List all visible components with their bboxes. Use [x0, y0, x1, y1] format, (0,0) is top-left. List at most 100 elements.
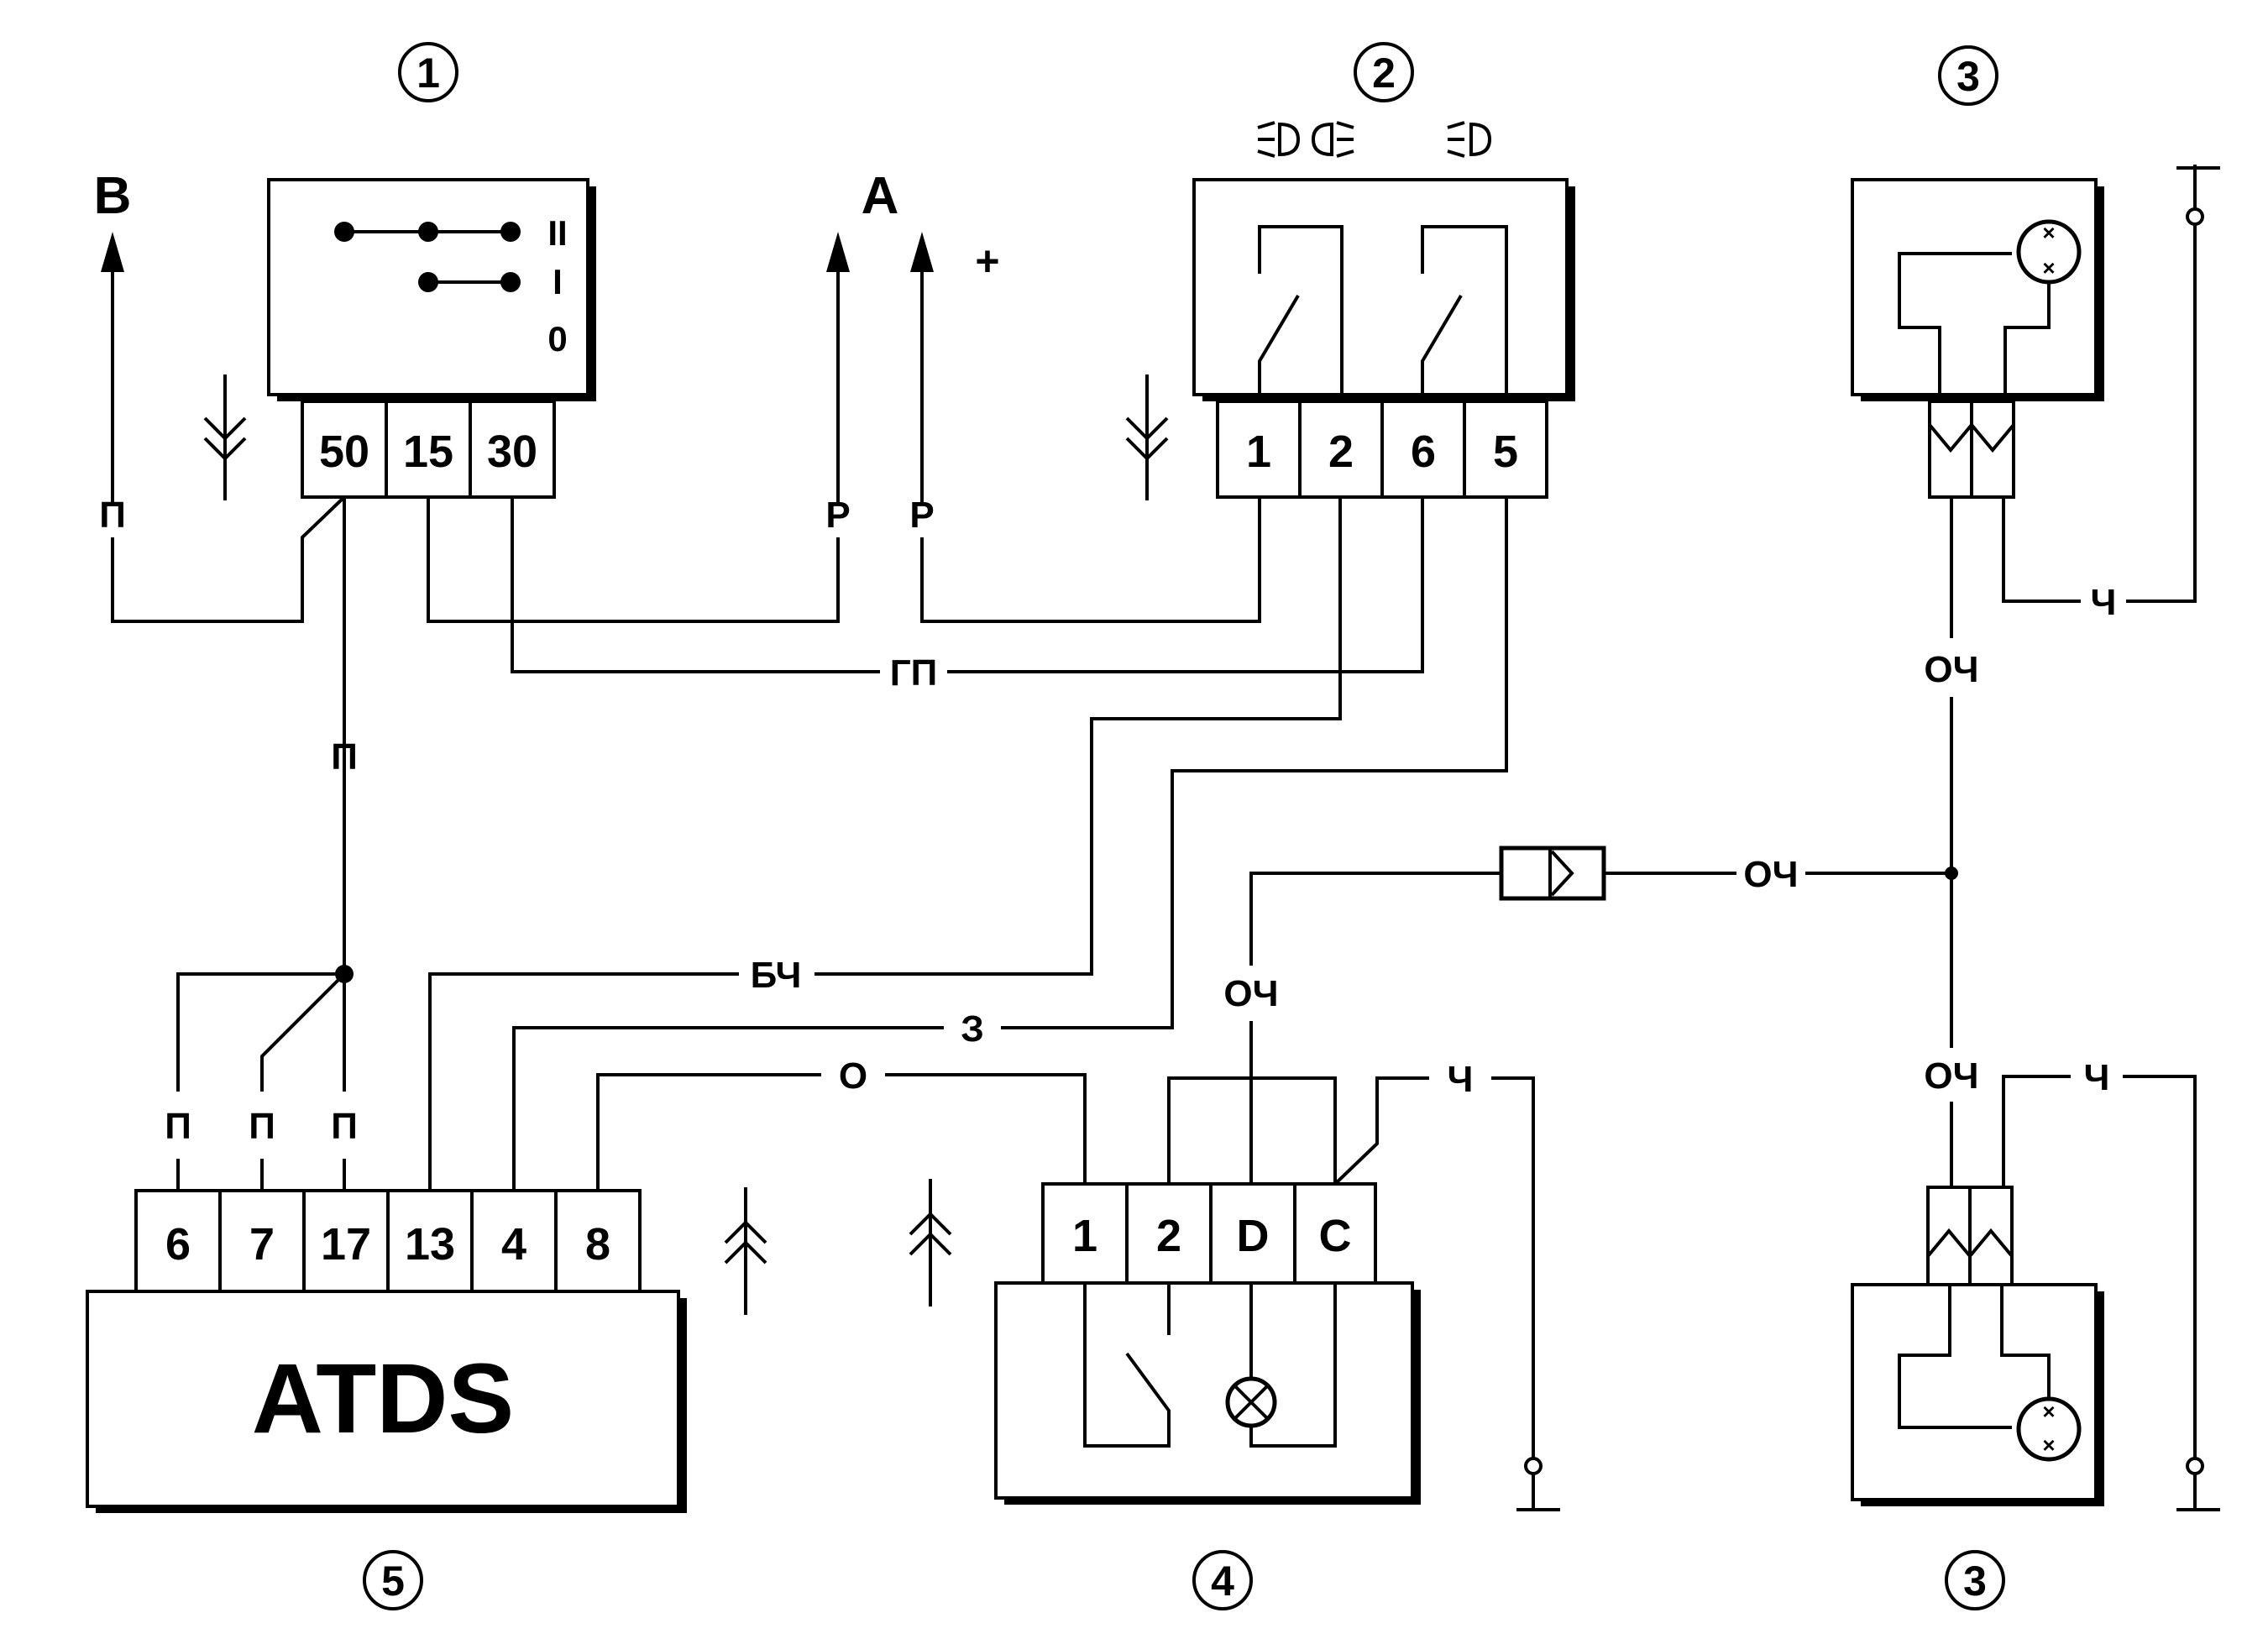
light-switch-contacts — [1258, 225, 1508, 401]
ground-icon — [1516, 1457, 1560, 1511]
component-4-body — [994, 1281, 1414, 1500]
position-label-0: 0 — [547, 319, 567, 359]
pin-label: 1 — [1246, 427, 1271, 477]
lamp-top-wiring — [1898, 252, 2051, 401]
wire-p6 — [176, 972, 344, 1092]
wire-label: П — [331, 736, 358, 778]
component-2-number: 2 — [1372, 50, 1396, 97]
wire-label: ОЧ — [1743, 854, 1798, 895]
arrow-up-icon — [910, 232, 934, 272]
pin-label: 15 — [403, 427, 453, 477]
wire-gp-2 — [947, 497, 1424, 673]
atds-title: ATDS — [252, 1343, 514, 1454]
wire-ch-bottom — [2002, 1075, 2071, 1187]
pin-c — [1293, 1182, 1377, 1285]
pin-17 — [302, 1189, 390, 1293]
lamp-bottom-connector — [1926, 1186, 2014, 1286]
wire-plus-to-pin1 — [920, 497, 1261, 623]
pin-2 — [1125, 1182, 1213, 1285]
wire-ch-c4-2 — [1491, 1076, 1535, 1461]
connector-down-icon — [203, 374, 247, 500]
wire-junction-dot — [1945, 867, 1958, 880]
pin-15 — [385, 400, 472, 499]
wire-label: БЧ — [751, 955, 802, 996]
component-3-top-marker — [1938, 45, 1998, 106]
wire-gp — [511, 497, 880, 673]
pin-label: C — [1319, 1211, 1352, 1261]
atds-connector: 6 7 17 13 4 8 — [134, 1189, 642, 1293]
svg-text:×: × — [2042, 1399, 2055, 1424]
position-label-2: II — [547, 213, 567, 253]
wire-label: П — [331, 1106, 358, 1147]
connector-down-icon — [1125, 374, 1169, 500]
wire-o — [596, 1073, 821, 1191]
plus-sign: + — [975, 238, 999, 285]
lamp-bottom-wiring — [1898, 1285, 2051, 1429]
terminal-a-label: A — [862, 167, 899, 225]
lamp-top-body — [1851, 178, 2098, 396]
wire-label: Р — [909, 495, 934, 536]
wire-ch-top — [2002, 497, 2081, 603]
svg-text:×: × — [2042, 220, 2055, 245]
svg-text:×: × — [2042, 255, 2055, 280]
bulb-icon: × × — [2016, 1396, 2082, 1462]
pin-1 — [1216, 400, 1302, 499]
component-1-number: 1 — [416, 50, 440, 97]
wire-label: ОЧ — [1223, 973, 1278, 1014]
wire-b-to-pin50 — [111, 495, 346, 623]
pin-2 — [1298, 400, 1384, 499]
ignition-switch-connector: 50 15 30 — [301, 400, 556, 499]
pin-label: 7 — [249, 1219, 275, 1270]
bulb-icon — [1225, 1376, 1277, 1428]
wire-label: П — [99, 495, 126, 536]
component-2-light-switch: 2 — [1125, 42, 1575, 500]
terminal-b-label: B — [94, 167, 132, 225]
pin-5 — [1463, 400, 1548, 499]
wire-label: Р — [825, 495, 850, 536]
wire-label: Ч — [1448, 1059, 1474, 1100]
wire-label: П — [249, 1106, 275, 1147]
lamp-bottom-body — [1851, 1283, 2098, 1501]
light-switch-body — [1192, 178, 1569, 396]
parking-light-icon — [1257, 121, 1354, 158]
light-switch-connector: 1 2 6 5 — [1216, 400, 1548, 499]
wire-labels: П П Р Р ГП БЧ З О П П П Ч ОЧ ОЧ ОЧ Ч ОЧ … — [99, 495, 2116, 1147]
wire-ch-c4 — [1333, 1076, 1429, 1186]
pin-label: D — [1237, 1211, 1270, 1261]
pin-label: 2 — [1328, 427, 1354, 477]
component-1-ignition-switch: 1 II I 0 50 15 30 — [203, 42, 596, 500]
wire-junction-dot — [335, 965, 354, 983]
svg-text:×: × — [2042, 1432, 2055, 1458]
component-3-top-number: 3 — [1956, 53, 1980, 100]
component-3-bottom-lamp: 3 × × — [1851, 1186, 2104, 1610]
component-5-marker — [363, 1550, 423, 1610]
wire-label: О — [839, 1055, 867, 1097]
bulb-icon: × × — [2016, 219, 2082, 285]
component-4-number: 4 — [1211, 1558, 1234, 1605]
pin-label: 2 — [1156, 1211, 1181, 1261]
ground-icon — [2176, 165, 2220, 226]
component-2-marker — [1354, 42, 1414, 102]
wire-label: Ч — [2084, 1057, 2110, 1098]
wires — [111, 168, 2197, 1508]
atds-body — [86, 1290, 680, 1508]
pin-label: 17 — [321, 1219, 371, 1270]
pin-label: 13 — [405, 1219, 455, 1270]
wire-label: ОЧ — [1924, 1055, 1978, 1097]
component-3-bottom-number: 3 — [1963, 1558, 1987, 1605]
component-1-marker — [398, 42, 458, 102]
pin-label: 50 — [319, 427, 369, 477]
pin-label: 5 — [1493, 427, 1518, 477]
component-3-top-lamp: 3 × × — [1851, 45, 2104, 499]
wire-och-c4-2 — [1249, 872, 1501, 966]
component-3-bottom-marker — [1945, 1550, 2005, 1610]
pin-30 — [469, 400, 556, 499]
wire-bch — [814, 497, 1342, 976]
arrow-up-icon — [101, 232, 124, 272]
wire-label: ОЧ — [1924, 649, 1978, 690]
component-4-connector: 1 2 D C — [1041, 1182, 1377, 1285]
headlight-icon — [1447, 121, 1492, 158]
pin-label: 1 — [1072, 1211, 1097, 1261]
pin-1 — [1041, 1182, 1129, 1285]
